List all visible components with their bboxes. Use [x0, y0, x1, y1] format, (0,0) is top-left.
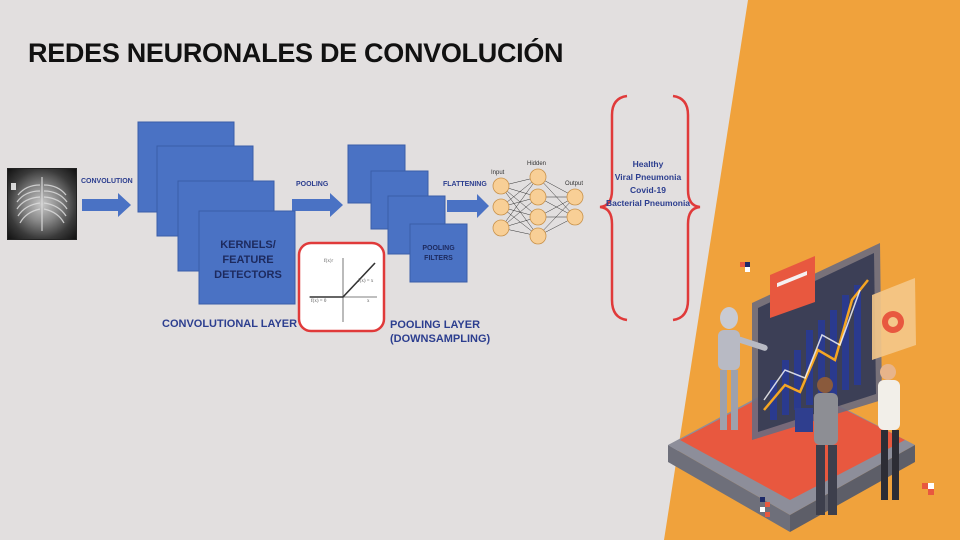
- relu-fx-axis-label: f(x)↑: [324, 259, 334, 264]
- kernels-feature-detectors-label: KERNELS/ FEATURE DETECTORS: [200, 238, 296, 283]
- relu-fx-eq-x-label: f(x) = x: [358, 279, 374, 284]
- class-bacterial-pneumonia: Bacterial Pneumonia: [605, 198, 691, 208]
- class-healthy: Healthy: [632, 159, 664, 169]
- pooling-layer-stack: [347, 144, 468, 283]
- woman-figure: [878, 364, 900, 500]
- kernels-line-1: KERNELS/: [220, 239, 276, 251]
- flattening-label: FLATTENING: [443, 181, 487, 188]
- relu-graph-box: [297, 241, 386, 333]
- pooling-filters-line-1: POOLING: [422, 245, 455, 252]
- slide-title: REDES NEURONALES DE CONVOLUCIÓN: [28, 38, 564, 68]
- robot-figure: [718, 307, 768, 430]
- decorative-squares: [740, 262, 934, 517]
- ribcage-icon: [11, 177, 68, 231]
- nn-output-label: Output: [565, 181, 584, 187]
- ai-analytics-illustration: [668, 243, 934, 532]
- output-bracket: [599, 94, 701, 322]
- pooling-filters-label: POOLING FILTERS: [410, 244, 467, 264]
- pooling-filters-line-2: FILTERS: [424, 255, 453, 262]
- neural-network-edges: [500, 176, 576, 237]
- pooling-label: POOLING: [296, 181, 329, 188]
- output-classes-list: Healthy Viral Pneumonia Covid-19 Bacteri…: [600, 158, 696, 210]
- pooling-layer-line-2: (DOWNSAMPLING): [390, 333, 491, 345]
- relu-x-axis-label: x: [367, 299, 370, 304]
- class-covid-19: Covid-19: [630, 185, 666, 195]
- convolutional-layer-stack: [137, 121, 296, 305]
- convolution-arrow: [82, 193, 131, 217]
- pooling-arrow: [292, 193, 343, 217]
- convolution-label: CONVOLUTION: [81, 178, 133, 185]
- relu-fx-eq-0-label: f(x) = 0: [311, 299, 327, 304]
- man-with-tablet-figure: [795, 377, 838, 515]
- chest-xray-image: [7, 168, 77, 240]
- pooling-layer-label: POOLING LAYER (DOWNSAMPLING): [390, 318, 490, 346]
- flattening-arrow: [447, 194, 489, 218]
- nn-input-label: Input: [491, 170, 505, 176]
- convolutional-layer-label: CONVOLUTIONAL LAYER: [162, 318, 298, 330]
- kernels-line-2: FEATURE: [222, 254, 274, 266]
- kernels-line-3: DETECTORS: [214, 269, 282, 281]
- pooling-layer-line-1: POOLING LAYER: [390, 319, 481, 331]
- nn-hidden-label: Hidden: [527, 161, 547, 167]
- class-viral-pneumonia: Viral Pneumonia: [614, 172, 682, 182]
- neural-network-nodes: [492, 168, 584, 245]
